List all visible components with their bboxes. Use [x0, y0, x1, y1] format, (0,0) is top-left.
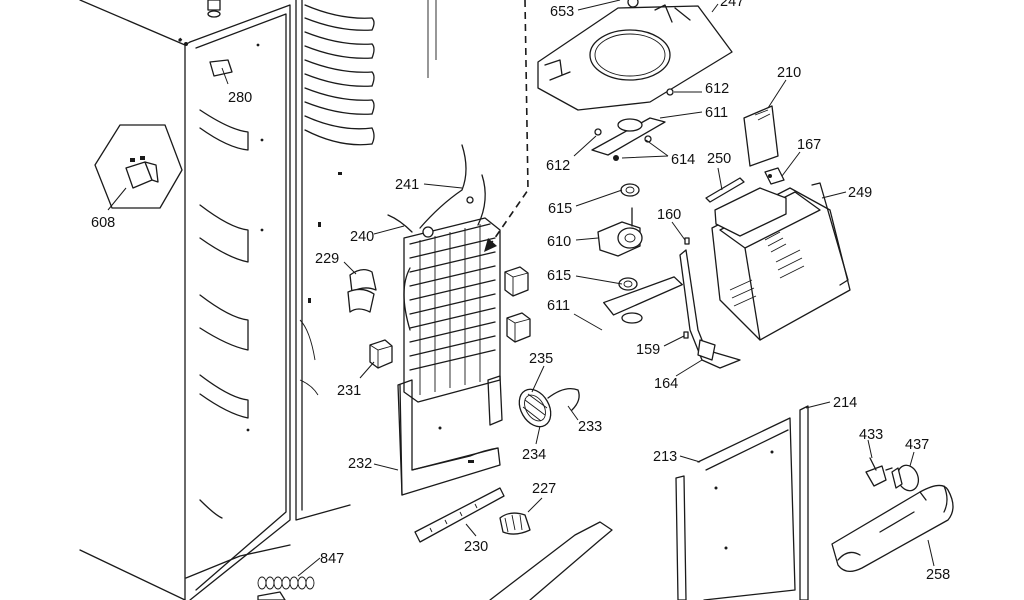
part-250-strip — [705, 177, 745, 203]
label-213: 213 — [653, 449, 677, 465]
label-214: 214 — [833, 395, 857, 411]
label-615-top: 615 — [548, 201, 572, 217]
part-214-gasket — [799, 405, 809, 600]
label-227: 227 — [532, 481, 556, 497]
part-labels: 653 247 612 611 210 280 608 612 614 250 … — [91, 0, 950, 583]
label-437: 437 — [905, 437, 929, 453]
label-847: 847 — [320, 551, 344, 567]
evaporator-coil — [387, 144, 501, 403]
part-437-bulb — [891, 464, 920, 492]
label-249: 249 — [848, 185, 872, 201]
part-258-light-cover — [831, 484, 954, 572]
spring-coil — [257, 576, 315, 590]
label-160: 160 — [657, 207, 681, 223]
part-612-screw — [666, 88, 674, 96]
part-167-damper — [714, 167, 787, 237]
label-433: 433 — [859, 427, 883, 443]
label-247: 247 — [720, 0, 744, 10]
label-653: 653 — [550, 4, 574, 20]
label-610: 610 — [547, 234, 571, 250]
part-247-fan-cover — [537, 0, 733, 111]
leader-lines — [107, 0, 935, 577]
label-615-bottom: 615 — [547, 268, 571, 284]
label-258: 258 — [926, 567, 950, 583]
label-210: 210 — [777, 65, 801, 81]
label-232: 232 — [348, 456, 372, 472]
part-230-strip — [414, 487, 505, 543]
part-231-block — [369, 266, 531, 369]
part-610-fan-motor — [597, 207, 643, 257]
part-229-clip — [347, 268, 377, 313]
label-250: 250 — [707, 151, 731, 167]
label-167: 167 — [797, 137, 821, 153]
label-240: 240 — [350, 229, 374, 245]
routing-dashed-line — [489, 0, 529, 246]
label-614: 614 — [671, 152, 695, 168]
label-233: 233 — [578, 419, 602, 435]
label-241: 241 — [395, 177, 419, 193]
label-229: 229 — [315, 251, 339, 267]
label-611-bottom: 611 — [547, 298, 570, 314]
part-159-pin — [683, 331, 689, 339]
part-608-switch — [94, 124, 183, 209]
label-611-top: 611 — [705, 105, 728, 121]
label-608: 608 — [91, 215, 115, 231]
part-611-bracket — [591, 117, 683, 324]
label-280: 280 — [228, 90, 252, 106]
part-433-socket — [865, 457, 893, 487]
label-235: 235 — [529, 351, 553, 367]
label-159: 159 — [636, 342, 660, 358]
part-160-pin — [684, 237, 690, 245]
label-231: 231 — [337, 383, 361, 399]
label-612-top: 612 — [705, 81, 729, 97]
part-210-tab — [743, 105, 779, 167]
label-234: 234 — [522, 447, 546, 463]
part-213-panel — [675, 417, 796, 600]
part-249-air-duct — [679, 182, 851, 369]
label-164: 164 — [654, 376, 678, 392]
bottom-rail — [489, 521, 613, 600]
part-232-drain-pan — [397, 375, 503, 496]
part-227-connector — [499, 512, 531, 535]
cabinet-liner — [79, 0, 437, 600]
label-230: 230 — [464, 539, 488, 555]
part-234-fan-guard — [518, 387, 580, 428]
label-612-bottom: 612 — [546, 158, 570, 174]
